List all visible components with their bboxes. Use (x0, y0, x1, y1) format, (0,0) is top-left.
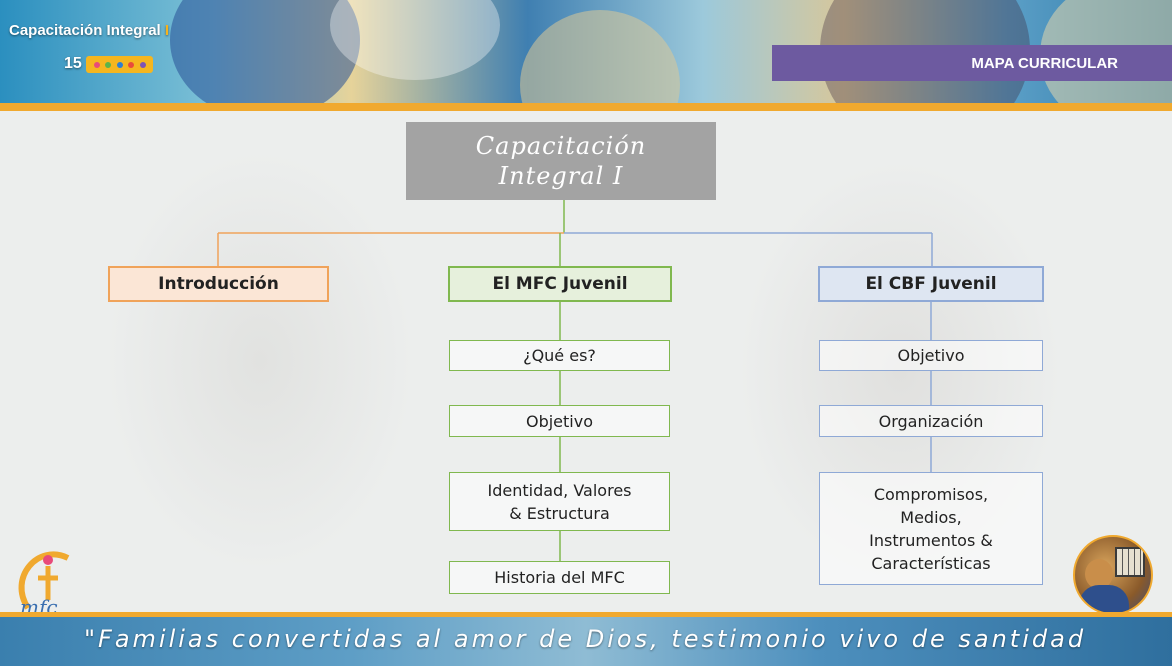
page-number: 15 (64, 55, 82, 72)
mfc-item-historia: Historia del MFC (449, 561, 670, 594)
footer-motto: "Familias convertidas al amor de Dios, t… (84, 625, 1087, 653)
footer-accent-line (0, 612, 1172, 618)
progress-dots (86, 56, 153, 73)
mfc-item-objetivo: Objetivo (449, 405, 670, 437)
presenter-avatar (1073, 535, 1153, 615)
section-title: MAPA CURRICULAR (971, 54, 1118, 72)
mfc-item-identidad: Identidad, Valores & Estructura (449, 472, 670, 531)
branch-introduccion: Introducción (108, 266, 329, 302)
section-banner: MAPA CURRICULAR (772, 45, 1172, 81)
app-title: Capacitación Integral I (9, 22, 170, 39)
cbf-item-objetivo: Objetivo (819, 340, 1043, 371)
cbf-item-organizacion: Organización (819, 405, 1043, 437)
cbf-item-compromisos: Compromisos, Medios, Instrumentos & Cara… (819, 472, 1043, 585)
branch-cbf-juvenil: El CBF Juvenil (818, 266, 1044, 302)
footer-banner: "Familias convertidas al amor de Dios, t… (0, 617, 1172, 666)
diagram-root: Capacitación Integral I (406, 122, 716, 200)
mfc-item-que-es: ¿Qué es? (449, 340, 670, 371)
mfc-logo-icon: mfc (18, 551, 70, 618)
header-accent-line (0, 103, 1172, 111)
dot-icon (139, 61, 146, 68)
dot-icon (116, 61, 123, 68)
dot-icon (93, 61, 100, 68)
dot-icon (105, 61, 111, 68)
dot-icon (128, 61, 134, 68)
branch-mfc-juvenil: El MFC Juvenil (448, 266, 672, 302)
